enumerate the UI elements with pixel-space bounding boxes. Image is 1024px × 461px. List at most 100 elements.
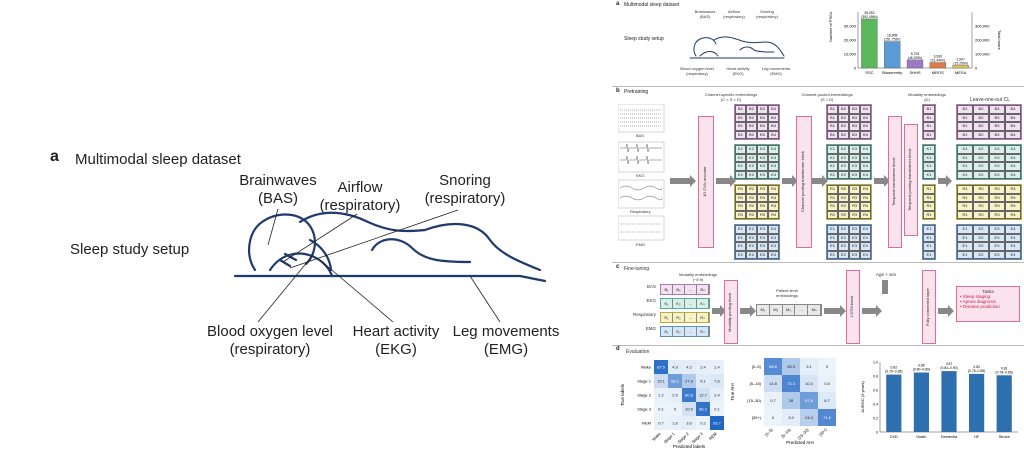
embedding-token: R1 bbox=[957, 202, 973, 211]
embedding-token: K2 bbox=[973, 162, 989, 171]
embedding-token: E2 bbox=[838, 250, 849, 259]
embedding-token: E1 bbox=[735, 250, 746, 259]
embedding-token: B1 bbox=[957, 105, 973, 114]
embedding-token: R1 bbox=[923, 210, 935, 219]
embedding-token: K1 bbox=[957, 153, 973, 162]
embedding-token: K1 bbox=[923, 162, 935, 171]
stage-cm-cell bbox=[682, 402, 696, 416]
arrow-to-patient bbox=[740, 305, 756, 317]
arrow-to-col1 bbox=[716, 175, 736, 187]
embedding-token: K3 bbox=[757, 145, 768, 154]
fine-tune-row-label: BAS bbox=[646, 284, 656, 289]
signal-resp-label: Respiratory bbox=[630, 209, 651, 214]
embedding-token: K4 bbox=[1005, 170, 1021, 179]
embedding-token: B1 bbox=[923, 130, 935, 139]
ahi-cm-value: 0 bbox=[772, 415, 775, 420]
embedding-token: E3 bbox=[989, 233, 1005, 242]
stage-cm-value: 4.2 bbox=[686, 365, 692, 370]
embedding-token: B1 bbox=[957, 113, 973, 122]
embedding-token: R3 bbox=[989, 202, 1005, 211]
embedding-token: E2 bbox=[838, 225, 849, 234]
signal-ekg-label: EKG bbox=[636, 173, 645, 178]
stage-cm-value: 2.9 bbox=[672, 393, 678, 398]
ahi-cm-cell bbox=[800, 358, 818, 375]
stage-cm-value: 2.4 bbox=[714, 393, 720, 398]
brainwaves-title: Brainwaves bbox=[239, 172, 317, 189]
embedding-token: B1 bbox=[735, 130, 746, 139]
panel-a-enlarged: a Multimodal sleep dataset Sleep study s… bbox=[50, 148, 559, 359]
ahi-cm-value: 0 bbox=[826, 364, 829, 369]
auroc-ytick: 0.8 bbox=[873, 375, 878, 379]
embedding-token: R3 bbox=[849, 202, 860, 211]
psg-bar-value-label: (392,498h) bbox=[861, 15, 877, 19]
embedding-token: R1 bbox=[923, 202, 935, 211]
snoring-sub: (respiratory) bbox=[424, 190, 506, 207]
stage-cm-cell bbox=[668, 416, 682, 430]
embedding-token: K3 bbox=[989, 162, 1005, 171]
ahi-cm-cell bbox=[782, 392, 800, 409]
channel-pool-block: Channel pooling transformer block bbox=[796, 116, 812, 248]
embedding-token: K3 bbox=[757, 170, 768, 179]
stage-cm-cell bbox=[710, 388, 724, 402]
stage-cm-cell bbox=[654, 416, 668, 430]
embedding-token: B4 bbox=[768, 122, 779, 131]
auroc-category-label: HF bbox=[974, 435, 980, 439]
psg-category-label: MROS bbox=[932, 70, 944, 75]
embedding-token: R3 bbox=[757, 210, 768, 219]
psg-ytick-label: 20,000 bbox=[844, 38, 857, 43]
psg-category-label: Bioserenity bbox=[882, 70, 902, 75]
small-oxygen-sub: (respiratory) bbox=[686, 71, 708, 76]
fine-tune-token: Bₙ bbox=[697, 285, 709, 294]
task-sleep-staging: • Sleep staging bbox=[960, 294, 991, 299]
fc-layer-block: Fully connected layer bbox=[922, 270, 936, 344]
stage-cm-row-label: Stage 1 bbox=[637, 379, 652, 384]
embedding-token: R4 bbox=[860, 202, 871, 211]
embedding-token: R2 bbox=[973, 210, 989, 219]
temporal-block: Temporal transformer block bbox=[888, 116, 902, 248]
small-airflow-title: Airflow bbox=[727, 9, 740, 14]
divider-b-c bbox=[612, 262, 1024, 263]
stage-cm-cell bbox=[710, 402, 724, 416]
panel-c-mod-title-line2: (~8 h) bbox=[692, 277, 704, 282]
sleep-study-setup-label: Sleep study setup bbox=[70, 241, 190, 258]
embedding-token: B4 bbox=[860, 105, 871, 114]
small-a-setup: Sleep study setup bbox=[624, 36, 664, 42]
embedding-token: R2 bbox=[973, 202, 989, 211]
embedding-token: R3 bbox=[989, 193, 1005, 202]
stage-cm-ylabel: True labels bbox=[620, 383, 625, 406]
auroc-value-label: (0.80–0.89) bbox=[913, 368, 930, 372]
auroc-value-label: 0.87 bbox=[946, 362, 953, 366]
embedding-token: K4 bbox=[1005, 153, 1021, 162]
arrow-to-loo bbox=[938, 175, 952, 187]
auroc-value-label: (0.78–0.85) bbox=[996, 370, 1013, 374]
fine-tune-token: … bbox=[685, 285, 697, 294]
small-brainwaves-title: Brainwaves bbox=[694, 9, 716, 14]
embedding-token: B3 bbox=[989, 113, 1005, 122]
embedding-token: B4 bbox=[1005, 113, 1021, 122]
patient-token: M₂ bbox=[770, 305, 783, 315]
ahi-cm-value: 3.1 bbox=[806, 364, 812, 369]
embedding-token: B1 bbox=[735, 105, 746, 114]
embedding-token: K4 bbox=[768, 170, 779, 179]
embedding-token: E2 bbox=[973, 233, 989, 242]
oxygen-label: Blood oxygen level (respiratory) bbox=[200, 323, 340, 359]
embedding-token: B2 bbox=[838, 130, 849, 139]
right-figure: a Multimodal sleep dataset Sleep study s… bbox=[612, 0, 1024, 461]
embedding-token: B2 bbox=[746, 130, 757, 139]
embedding-token: E4 bbox=[1005, 233, 1021, 242]
arrow-to-modpool bbox=[712, 305, 726, 317]
stage-cm-cell bbox=[668, 402, 682, 416]
psg-bar bbox=[952, 65, 969, 69]
stage-cm-cell bbox=[696, 360, 710, 374]
panel-a-title: Multimodal sleep dataset bbox=[75, 151, 241, 168]
psg-ytick-right-label: 200,000 bbox=[975, 38, 990, 43]
task-apnea: • Apnea diagnosis bbox=[960, 299, 996, 304]
embedding-token: K3 bbox=[849, 170, 860, 179]
embedding-token: B4 bbox=[768, 130, 779, 139]
ahi-cm-cell bbox=[818, 409, 836, 426]
stage-cm-value: 2.4 bbox=[700, 365, 706, 370]
